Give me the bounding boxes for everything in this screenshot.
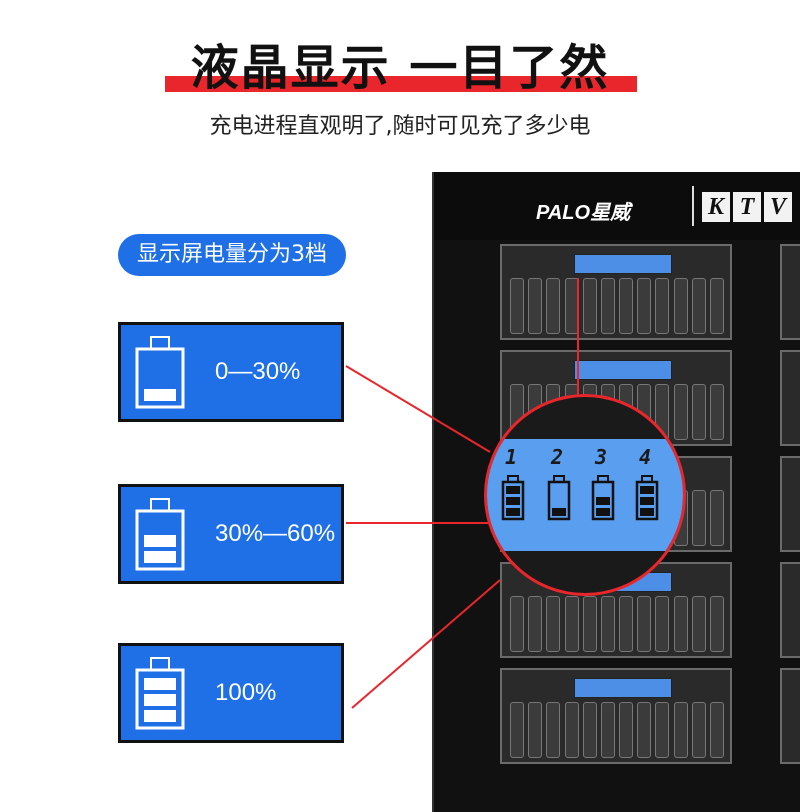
battery-cell [637, 702, 652, 758]
charger-module-edge [780, 668, 800, 764]
battery-cell [600, 702, 615, 758]
channel-number: 4 [639, 445, 652, 469]
ktv-logo: K T V [702, 192, 792, 222]
page-subtitle: 充电进程直观明了,随时可见充了多少电 [209, 114, 591, 139]
battery-cell [528, 278, 543, 334]
battery-cell [691, 490, 706, 546]
battery-cell [673, 596, 688, 652]
battery-cells [510, 702, 724, 758]
battery-cell [655, 278, 670, 334]
battery-cell [637, 278, 652, 334]
module-lcd [574, 254, 672, 274]
battery-cell [528, 702, 543, 758]
battery-cell [691, 702, 706, 758]
battery-cell [673, 702, 688, 758]
battery-cell [564, 278, 579, 334]
battery-cell [709, 702, 724, 758]
page-title: 液晶显示 一目了然 [190, 40, 610, 96]
battery-full-icon [135, 657, 185, 730]
battery-cell [709, 596, 724, 652]
battery-cell [510, 278, 524, 334]
channel-battery-icon [501, 475, 525, 521]
battery-cell [691, 596, 706, 652]
battery-cell [619, 702, 634, 758]
battery-cell [691, 278, 706, 334]
battery-cell [655, 596, 670, 652]
charger-module [500, 244, 732, 340]
channel-battery-icon [635, 475, 659, 521]
battery-cells [510, 278, 724, 334]
logo-letter: K [702, 192, 730, 222]
channel-number: 2 [551, 445, 564, 469]
battery-cell [582, 278, 597, 334]
battery-low-icon [135, 336, 185, 409]
charger-module-edge [780, 350, 800, 446]
title-underline [165, 76, 637, 92]
battery-cell [546, 702, 561, 758]
level-box-full: 100% [118, 643, 344, 743]
battery-cell [510, 702, 524, 758]
battery-cell [619, 278, 634, 334]
logo-letter: V [764, 192, 792, 222]
battery-cell [691, 384, 706, 440]
battery-cell [582, 702, 597, 758]
battery-cell [510, 596, 524, 652]
level-label: 0—30% [215, 358, 301, 385]
level-box-mid: 30%—60% [118, 484, 344, 584]
module-lcd [574, 678, 672, 698]
battery-cells [510, 596, 724, 652]
level-label: 30%—60% [215, 520, 336, 547]
logo-letter: T [733, 192, 761, 222]
battery-mid-icon [135, 498, 185, 571]
brand-logo: PALO星威 [536, 202, 631, 224]
battery-cell [673, 384, 688, 440]
battery-cell [528, 596, 543, 652]
channel-number: 3 [595, 445, 608, 469]
battery-cell [546, 278, 561, 334]
brand-divider [692, 186, 694, 226]
battery-cell [564, 702, 579, 758]
battery-cell [655, 702, 670, 758]
charger-module-edge [780, 456, 800, 552]
battery-cell [673, 278, 688, 334]
level-label: 100% [215, 679, 277, 706]
battery-cell [709, 384, 724, 440]
charger-module-edge [780, 562, 800, 658]
channel-number: 1 [505, 445, 518, 469]
battery-cell [619, 596, 634, 652]
battery-cell [600, 278, 615, 334]
battery-cell [546, 596, 561, 652]
channel-battery-icon [547, 475, 571, 521]
lcd-magnifier: 1 2 3 4 [484, 394, 686, 596]
channel-battery-icon [591, 475, 615, 521]
battery-cell [709, 278, 724, 334]
lcd-display: 1 2 3 4 [487, 439, 683, 551]
battery-cell [582, 596, 597, 652]
battery-cell [564, 596, 579, 652]
module-lcd [574, 360, 672, 380]
level-box-low: 0—30% [118, 322, 344, 422]
charger-module-edge [780, 244, 800, 340]
levels-label: 显示屏电量分为3档 [118, 234, 346, 276]
device-header: PALO星威 K T V [434, 172, 800, 240]
charger-module [500, 668, 732, 764]
battery-cell [600, 596, 615, 652]
battery-cell [637, 596, 652, 652]
battery-cell [709, 490, 724, 546]
